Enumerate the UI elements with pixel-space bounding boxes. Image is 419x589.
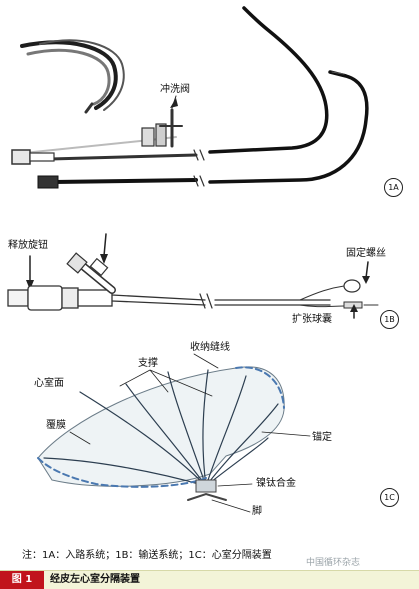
flush-valve-label: 冲洗阀 <box>160 84 190 95</box>
figure-caption: 图 1 经皮左心室分隔装置 <box>0 570 419 589</box>
panel-1c-drawing <box>37 353 311 513</box>
retraction-suture-label: 收纳缝线 <box>190 342 230 353</box>
ventricular-side-label: 心室面 <box>34 378 64 389</box>
panel-1a-drawing <box>11 6 369 189</box>
nitinol-label: 镍钛合金 <box>256 478 296 489</box>
support-label: 支撑 <box>138 358 158 369</box>
panel-1a-id: 1A <box>384 178 403 197</box>
figure-number-badge: 图 1 <box>0 571 44 589</box>
dilation-balloon-label: 扩张球囊 <box>292 314 332 325</box>
panel-1b-id: 1B <box>380 310 399 329</box>
watermark: 中国循环杂志 <box>306 558 361 568</box>
foot-label: 脚 <box>252 506 262 517</box>
fixing-screw-label: 固定螺丝 <box>346 248 386 259</box>
release-knob-label: 释放旋钮 <box>8 240 48 251</box>
anchor-label: 锚定 <box>312 432 332 443</box>
panel-1b-drawing <box>7 233 379 319</box>
figure-title: 经皮左心室分隔装置 <box>50 574 140 585</box>
membrane-label: 覆膜 <box>46 420 66 431</box>
figure-note: 注：1A：入路系统；1B：输送系统；1C：心室分隔装置 <box>22 550 272 561</box>
panel-1c-id: 1C <box>380 488 399 507</box>
